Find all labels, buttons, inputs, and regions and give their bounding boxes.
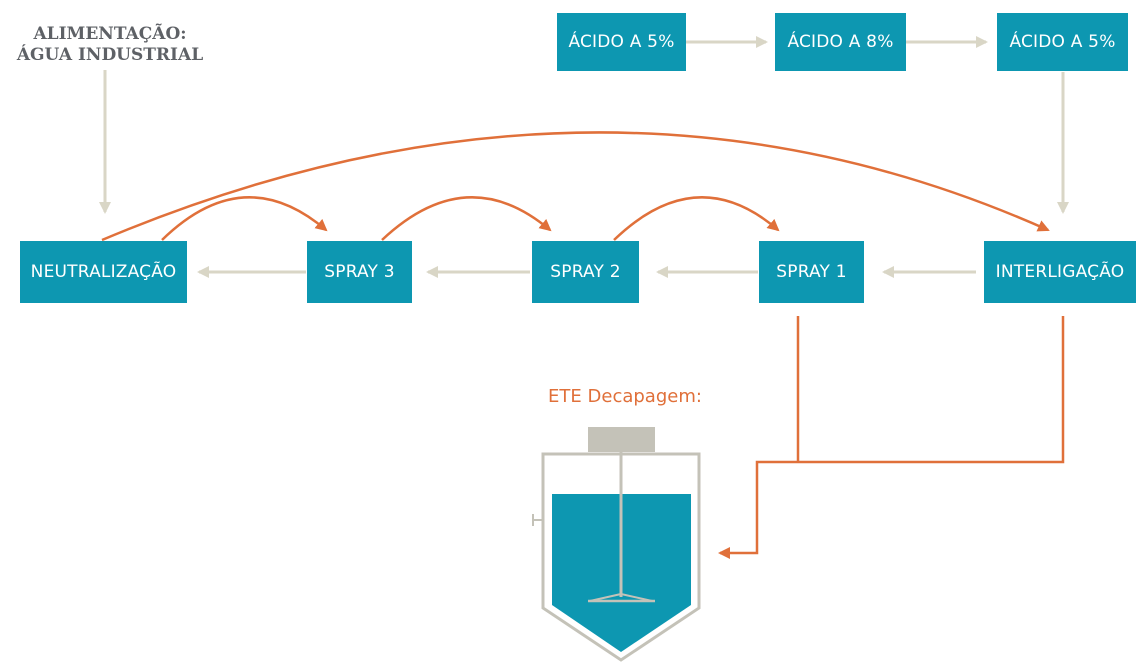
tank-spray-2: SPRAY 2	[532, 241, 639, 303]
tank-spray-3: SPRAY 3	[307, 241, 412, 303]
acid-tank-1: ÁCIDO A 5%	[557, 13, 686, 71]
ete-vessel	[532, 427, 701, 662]
acid-tank-2: ÁCIDO A 8%	[775, 13, 906, 71]
tank-interligacao: INTERLIGAÇÃO	[984, 241, 1136, 303]
drain-line-interligacao	[798, 316, 1065, 464]
return-arc-neutralizacao-spray3	[161, 196, 328, 241]
feed-label: ALIMENTAÇÃO: ÁGUA INDUSTRIAL	[0, 24, 220, 66]
vessel-motor	[588, 427, 655, 452]
feed-label-line2: ÁGUA INDUSTRIAL	[16, 45, 204, 65]
ete-label: ETE Decapagem:	[548, 386, 702, 407]
return-arc-spray2-spray1	[613, 196, 780, 241]
drain-to-ete-line	[718, 460, 798, 559]
return-arc-spray3-spray2	[381, 196, 552, 241]
tank-neutralizacao: NEUTRALIZAÇÃO	[20, 241, 187, 303]
return-arc-neutralizacao-interligacao	[101, 131, 1050, 242]
tank-spray-1: SPRAY 1	[759, 241, 864, 303]
acid-tank-3: ÁCIDO A 5%	[997, 13, 1128, 71]
feed-label-line1: ALIMENTAÇÃO:	[33, 24, 187, 44]
